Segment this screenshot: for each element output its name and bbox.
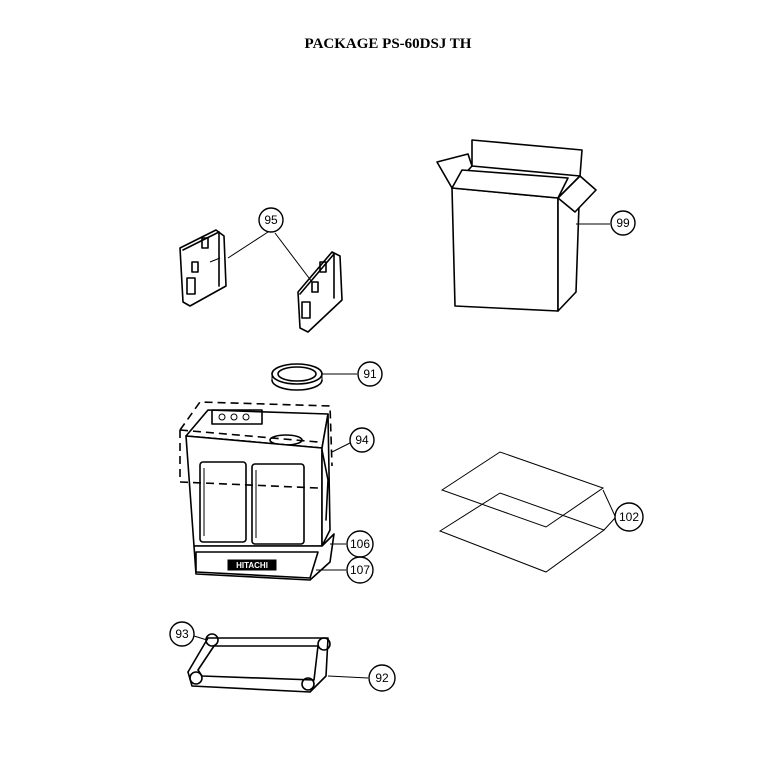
svg-text:107: 107	[350, 563, 370, 577]
leader-92	[327, 675, 369, 679]
plastic-sheets	[438, 451, 606, 573]
callout-99: 99	[610, 210, 636, 236]
page-title: PACKAGE PS-60DSJ TH	[304, 36, 472, 52]
callout-106: 106	[346, 530, 374, 558]
callout-91: 91	[357, 361, 383, 387]
leader-102	[602, 489, 616, 531]
leader-95	[227, 231, 313, 283]
ring-part	[271, 363, 323, 391]
callout-94: 94	[349, 427, 375, 453]
callout-92: 92	[368, 664, 396, 692]
svg-text:99: 99	[616, 216, 630, 230]
base-frame	[187, 633, 331, 693]
washing-machine: HITACHI	[179, 401, 335, 581]
svg-text:102: 102	[619, 510, 639, 524]
corner-protector-left	[179, 229, 227, 307]
callout-102: 102	[614, 502, 644, 532]
svg-text:95: 95	[264, 213, 278, 227]
svg-text:92: 92	[375, 671, 389, 685]
svg-text:91: 91	[363, 367, 377, 381]
hitachi-logo: HITACHI	[236, 561, 268, 570]
leader-94	[331, 441, 353, 453]
svg-text:93: 93	[175, 627, 189, 641]
carton-box	[436, 139, 597, 312]
leader-93	[193, 635, 208, 641]
svg-text:94: 94	[355, 433, 369, 447]
callout-93: 93	[169, 621, 195, 647]
callout-95: 95	[258, 207, 284, 233]
svg-text:106: 106	[350, 537, 370, 551]
corner-protector-right	[297, 251, 343, 333]
callout-107: 107	[346, 556, 374, 584]
